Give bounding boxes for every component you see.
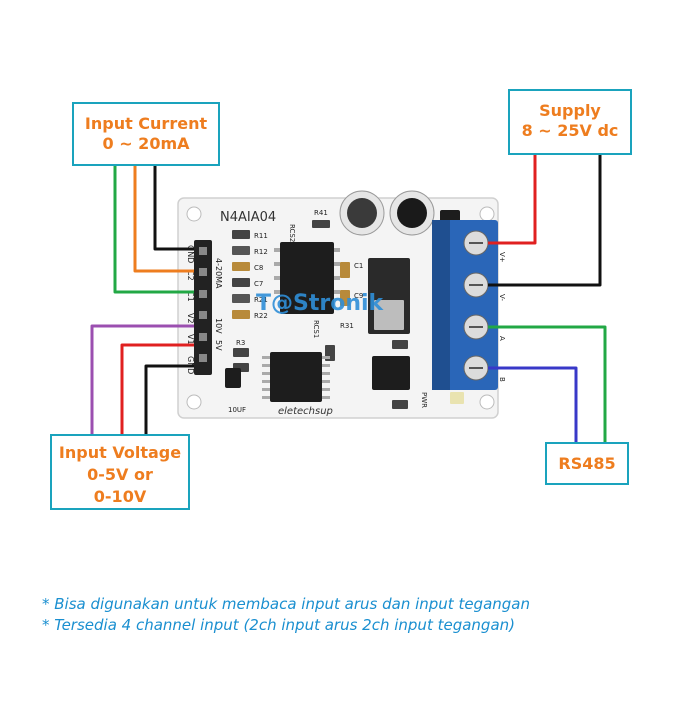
pin-label-v2: V2: [186, 313, 195, 324]
input-voltage-range-2: 0-10V: [93, 487, 147, 506]
wires: [90, 155, 607, 442]
supply-range: 8 ~ 25V dc: [521, 121, 619, 140]
label-c7: C7: [254, 280, 263, 288]
note-line-1: * Bisa digunakan untuk membaca input aru…: [42, 595, 530, 613]
wire-current-c1: [113, 166, 194, 294]
terminal-label-a: A: [498, 336, 506, 341]
terminal-label-vplus: V+: [498, 252, 506, 263]
terminal-block: [432, 220, 498, 390]
input-current-title: Input Current: [84, 114, 208, 133]
label-r22: R22: [254, 312, 268, 320]
pin-label-c1: C1: [186, 291, 195, 302]
label-c9: C9: [354, 292, 363, 300]
input-voltage-title: Input Voltage: [58, 443, 182, 462]
wire-supply-vplus: [488, 155, 537, 245]
label-pwr: PWR: [420, 392, 428, 408]
mounting-hole: [479, 394, 495, 410]
label-10uf: 10UF: [228, 406, 246, 414]
vendor-text: eletechsup: [278, 406, 333, 417]
mounting-hole: [479, 206, 495, 222]
capacitors: [339, 190, 460, 236]
label-r11: R11: [254, 232, 268, 240]
side-label-10v: 10V: [214, 318, 223, 334]
wire-voltage-v1: [120, 343, 194, 434]
terminal-label-b: B: [498, 377, 506, 382]
wire-current-gnd: [153, 166, 194, 251]
input-current-range: 0 ~ 20mA: [102, 134, 190, 153]
label-r3: R3: [236, 339, 245, 347]
wire-voltage-v2: [90, 324, 194, 434]
label-rcs2: RCS2: [288, 224, 296, 242]
pin-label-v1: V1: [186, 334, 195, 345]
wire-rs485-a: [488, 325, 607, 442]
terminal-label-vminus: V-: [498, 294, 506, 301]
mounting-hole: [186, 206, 202, 222]
label-c1: C1: [354, 262, 363, 270]
ic-chips: [225, 242, 410, 402]
wire-current-c2: [133, 166, 194, 273]
input-voltage-range-1: 0-5V or: [87, 465, 153, 484]
watermark: T@Stronik: [256, 291, 385, 316]
label-c8: C8: [254, 264, 263, 272]
input-current-label: Input Current 0 ~ 20mA: [72, 102, 220, 166]
note-line-2: * Tersedia 4 channel input (2ch input ar…: [42, 616, 515, 634]
label-r31: R31: [340, 322, 354, 330]
label-r21: R21: [254, 296, 268, 304]
label-r12: R12: [254, 248, 268, 256]
label-r41: R41: [314, 209, 328, 217]
supply-label: Supply 8 ~ 25V dc: [508, 89, 632, 155]
mounting-hole: [186, 394, 202, 410]
notes: * Bisa digunakan untuk membaca input aru…: [42, 594, 530, 636]
pin-header: [194, 240, 212, 375]
smd-components: [232, 220, 464, 409]
rs485-title: RS485: [558, 454, 616, 473]
supply-title: Supply: [539, 101, 601, 120]
board-model: N4AIA04: [220, 210, 276, 225]
side-label-4-20ma: 4-20MA: [214, 258, 223, 289]
wire-supply-vminus: [488, 155, 602, 287]
pin-label-c2: C2: [186, 270, 195, 281]
rs485-label: RS485: [545, 442, 629, 485]
side-label-5v: 5V: [214, 340, 223, 351]
wire-voltage-gnd: [144, 364, 194, 434]
label-rcs1: RCS1: [312, 320, 320, 338]
wire-rs485-b: [488, 366, 578, 442]
input-voltage-label: Input Voltage 0-5V or 0-10V: [50, 434, 190, 510]
pin-label-gnd: GND: [186, 245, 195, 263]
